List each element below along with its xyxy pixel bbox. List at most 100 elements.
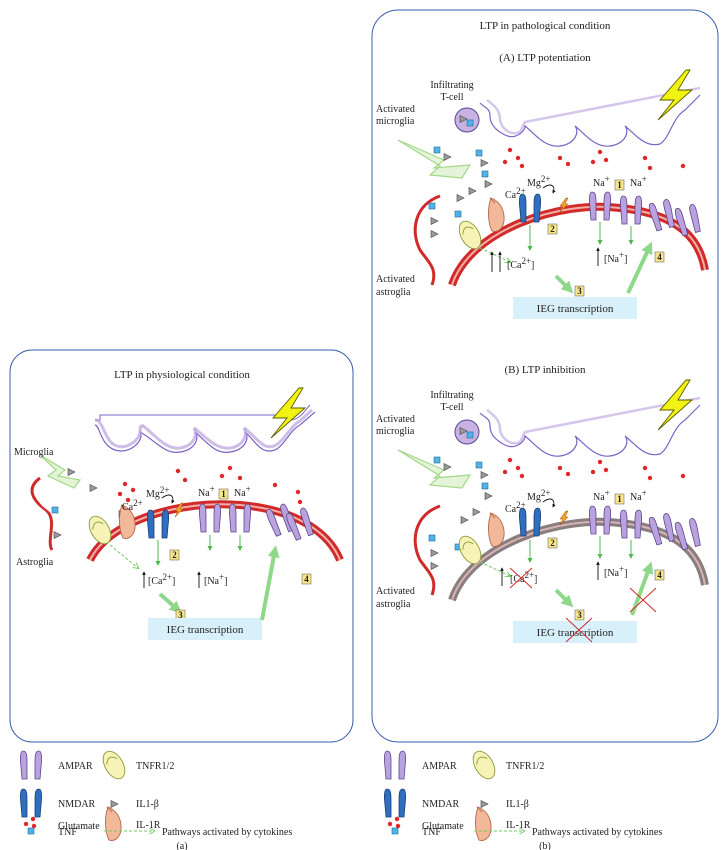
step-4: 4 — [304, 574, 309, 584]
panel-a-frame — [9, 349, 354, 743]
glutamate-icon — [387, 816, 401, 829]
step-1: 1 — [221, 489, 226, 499]
legend-ampar: AMPAR — [422, 761, 457, 772]
microglia-label: microglia — [376, 116, 415, 127]
astroglia-cell — [30, 476, 54, 551]
tnf-icon — [433, 456, 441, 464]
legend-tnfr: TNFR1/2 — [506, 761, 544, 772]
tnf-icon — [481, 170, 489, 178]
nmdar-icon — [20, 788, 42, 818]
tnf-icon — [27, 827, 35, 835]
ieg-box — [513, 621, 637, 643]
mg-label: Mg2+ — [146, 485, 169, 500]
step-1: 1 — [617, 180, 622, 190]
legend-tnfr: TNFR1/2 — [136, 761, 174, 772]
legend-pathways: Pathways activated by cytokines — [162, 827, 292, 838]
na-label-2: Na+ — [234, 484, 251, 499]
panel-a-title: LTP in physiological condition — [114, 369, 250, 381]
il1b-icon — [480, 800, 489, 808]
tnf-icon — [481, 482, 489, 490]
legend-ampar: AMPAR — [58, 761, 93, 772]
blocked-cross-icon — [565, 617, 593, 643]
blocked-cross-icon — [629, 587, 657, 613]
microglia-cell — [39, 454, 82, 489]
legend-tnf: TNF — [58, 827, 77, 838]
nmdar-icon — [384, 788, 406, 818]
ltp-potentiation: (A) LTP potentiation Infiltrating T-cell… — [376, 52, 709, 319]
panel-b: LTP in pathological condition (A) LTP po… — [371, 9, 719, 743]
activated-astroglia-cell — [413, 504, 441, 596]
legend-nmdar: NMDAR — [58, 799, 96, 810]
panel-a-label: (a) — [176, 841, 187, 850]
na-label-1: Na+ — [198, 484, 215, 499]
ampar-icon — [384, 750, 406, 780]
step-2: 2 — [550, 224, 555, 234]
ieg-box — [513, 297, 637, 319]
microglia-label: microglia — [376, 426, 415, 437]
panel-a: LTP in physiological condition Microglia… — [9, 349, 354, 743]
activated-astroglia-cell — [413, 194, 441, 286]
panel-b-label: (b) — [539, 841, 551, 850]
step-4: 4 — [657, 570, 662, 580]
tnf-icon — [475, 461, 483, 469]
tnf-icon — [391, 827, 399, 835]
astroglia-label: astroglia — [376, 287, 411, 298]
legend-glutamate: Glutamate — [422, 821, 464, 832]
tcell-label: T-cell — [441, 92, 464, 103]
sodium-concentration: [Na+] — [204, 572, 227, 587]
step-1: 1 — [617, 494, 622, 504]
microglia-label: Microglia — [14, 447, 54, 458]
legend-il1b: IL1-β — [136, 799, 159, 810]
tcell-label: T-cell — [441, 402, 464, 413]
inhibition-title: (B) LTP inhibition — [504, 364, 586, 376]
legend-a: AMPAR NMDAR Glutamate TNFR1/2 IL1-β IL-1… — [20, 747, 174, 841]
tnf-icon — [454, 210, 462, 218]
legend-nmdar: NMDAR — [422, 799, 460, 810]
presynaptic-terminal — [479, 404, 701, 457]
tnf-icon — [428, 534, 436, 542]
panel-b-frame — [371, 9, 719, 743]
tnf-icon — [433, 146, 441, 154]
presynaptic-terminal — [479, 94, 701, 147]
ieg-box — [148, 618, 262, 640]
astroglia-label: Activated — [376, 586, 415, 597]
presynaptic-membrane — [95, 404, 311, 421]
ieg-label: IEG transcription — [167, 624, 244, 636]
astroglia-label: astroglia — [376, 599, 411, 610]
tnf-icon — [466, 119, 474, 127]
blocked-cross-icon — [509, 567, 533, 589]
step-2: 2 — [172, 550, 177, 560]
legend-b: AMPAR NMDAR Glutamate TNFR1/2 IL1-β IL-1… — [384, 747, 544, 841]
tnf-icon — [428, 202, 436, 210]
ca-label: Ca2+ — [122, 498, 143, 513]
ieg-label: IEG transcription — [537, 303, 614, 315]
microglia-label: Activated — [376, 104, 415, 115]
tnf-icon — [466, 431, 474, 439]
astroglia-label: Activated — [376, 274, 415, 285]
legend-glutamate: Glutamate — [58, 821, 100, 832]
legend-il1r: IL-1R — [506, 820, 531, 831]
ampar-icon — [20, 750, 42, 780]
tnfr-icon — [98, 747, 130, 783]
legend-il1b: IL1-β — [506, 799, 529, 810]
step-2: 2 — [550, 538, 555, 548]
potentiation-title: (A) LTP potentiation — [499, 52, 591, 64]
tnf-icon — [475, 149, 483, 157]
legend-pathways: Pathways activated by cytokines — [532, 827, 662, 838]
ltp-inhibition: (B) LTP inhibition Infiltrating T-cell A… — [376, 364, 709, 643]
legend-il1r: IL-1R — [136, 820, 161, 831]
il1b-icon — [110, 800, 119, 808]
activated-microglia — [397, 449, 472, 489]
tcell-label: Infiltrating — [430, 390, 473, 401]
tnf-icon — [51, 506, 59, 514]
microglia-label: Activated — [376, 414, 415, 425]
glutamate-icon — [23, 816, 37, 829]
astroglia-label: Astroglia — [16, 557, 54, 568]
activated-microglia — [397, 139, 472, 179]
step-3: 3 — [178, 610, 183, 620]
step-4: 4 — [657, 252, 662, 262]
il1r-icon — [475, 806, 492, 841]
tcell-label: Infiltrating — [430, 80, 473, 91]
